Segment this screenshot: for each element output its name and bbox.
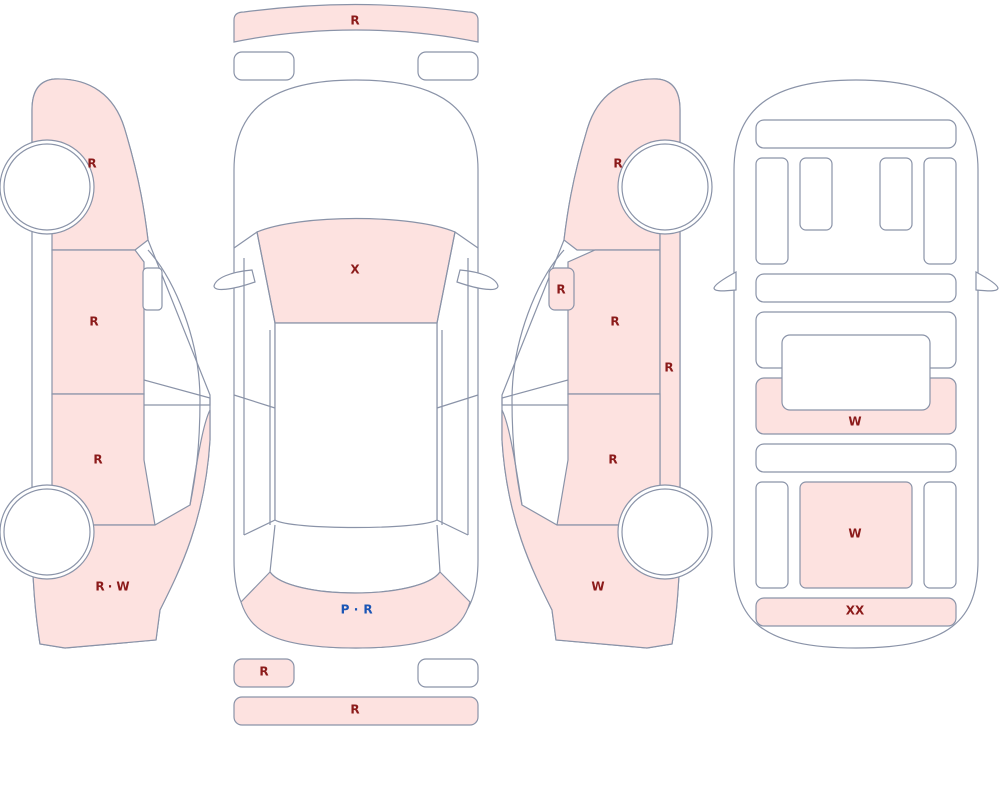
under-rear-end-member[interactable] <box>755 597 957 627</box>
left-mirror-top <box>213 269 256 291</box>
right-rocker-code: R <box>664 361 673 375</box>
left-quarter-panel[interactable] <box>31 409 211 649</box>
right-side-view: R R R R R W <box>501 78 713 649</box>
under-left-mirror <box>713 270 737 292</box>
left-quarter-sep: · <box>108 580 113 594</box>
trunk-sep: · <box>354 603 359 617</box>
rear-right-lamp <box>417 658 479 688</box>
left-rear-door-code: R <box>93 453 102 467</box>
right-door-line-top <box>436 258 479 535</box>
under-floor-mid-code: W <box>848 415 861 429</box>
right-front-door-code: R <box>610 315 619 329</box>
roof-panel <box>274 322 438 529</box>
right-quarter-code: W <box>591 580 604 594</box>
right-rear-door-code: R <box>608 453 617 467</box>
left-quarter-code-b: W <box>116 580 129 594</box>
right-fender-code: R <box>613 157 622 171</box>
left-front-door-panel[interactable] <box>51 249 145 395</box>
left-pillar-line <box>143 379 211 406</box>
trunk-code-a: P <box>341 603 350 617</box>
rear-bumper-panel[interactable] <box>233 696 479 726</box>
underbody-view: W W XX <box>713 79 999 649</box>
left-quarter-code-a: R <box>95 580 104 594</box>
left-mirror <box>142 267 163 311</box>
top-view: R X P · R R R <box>213 3 499 726</box>
under-front-left-inner <box>799 157 833 231</box>
trunk-panel[interactable] <box>240 571 471 649</box>
trunk-code-b: R <box>363 603 372 617</box>
under-front-left-rail <box>755 157 789 265</box>
left-front-wheel <box>3 143 91 231</box>
right-pillar-line <box>501 379 569 406</box>
left-rear-wheel <box>3 488 91 576</box>
front-bumper-panel[interactable] <box>233 3 479 43</box>
hood-code: X <box>350 263 360 277</box>
under-rear-floor-code: W <box>848 527 861 541</box>
front-bumper-code: R <box>350 14 359 28</box>
under-center-tunnel <box>781 334 931 411</box>
under-rear-end-code: XX <box>846 604 865 618</box>
under-rear-crossmember <box>755 443 957 473</box>
front-left-headlamp <box>233 51 295 81</box>
under-front-crossmember <box>755 119 957 149</box>
under-right-mirror <box>975 270 999 292</box>
left-window-line <box>147 249 201 506</box>
right-rear-wheel <box>621 488 709 576</box>
under-rear-right-rail <box>923 481 957 589</box>
right-mirror[interactable] <box>548 267 575 311</box>
under-front-right-rail <box>923 157 957 265</box>
front-right-headlamp <box>417 51 479 81</box>
right-mirror-top <box>456 269 499 291</box>
right-mirror-code: R <box>556 283 565 297</box>
rear-lamp-code: R <box>259 665 268 679</box>
under-front-right-inner <box>879 157 913 231</box>
under-dash-member <box>755 273 957 303</box>
under-rear-left-rail <box>755 481 789 589</box>
left-side-view: R R R R · W <box>0 78 211 649</box>
rear-left-lamp[interactable] <box>233 658 295 688</box>
right-quarter-panel[interactable] <box>501 409 681 649</box>
under-rear-floor-panel[interactable] <box>799 481 913 589</box>
left-door-line-top <box>233 258 276 535</box>
right-window-line <box>511 249 565 506</box>
left-fender-code: R <box>87 157 96 171</box>
rear-bumper-code: R <box>350 703 359 717</box>
right-front-wheel <box>621 143 709 231</box>
left-front-door-code: R <box>89 315 98 329</box>
